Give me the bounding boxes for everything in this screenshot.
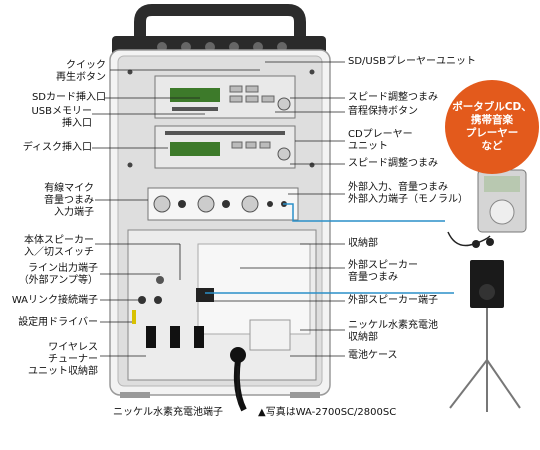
label-wa-link: WAリンク接続端子 <box>11 295 98 306</box>
label-usb-slot: USBメモリー 挿入口 <box>31 106 92 129</box>
label-setting-driver: 設定用ドライバー <box>18 317 98 328</box>
label-quick-play-button: クイック 再生ボタン <box>56 60 106 83</box>
label-cd-unit: CDプレーヤー ユニット <box>348 129 413 152</box>
label-line-out: ライン出力端子 （外部アンプ等） <box>18 263 98 286</box>
driver <box>132 310 136 324</box>
cd-speed-knob <box>277 147 291 161</box>
label-speed-knob-2: スピード調整つまみ <box>348 158 438 169</box>
label-disc-slot: ディスク挿入口 <box>22 142 92 153</box>
sd-speed-knob <box>277 97 291 111</box>
portable-device-callout: ポータブルCD、 携帯音楽 プレーヤー など <box>445 80 539 174</box>
label-storage: 収納部 <box>348 238 378 249</box>
sd-lcd <box>170 88 220 102</box>
terminal-cable <box>233 359 247 412</box>
label-ext-speaker-terminal: 外部スピーカー端子 <box>348 295 438 306</box>
battery-case <box>249 319 291 351</box>
label-wireless-tuner: ワイヤレス チューナー ユニット収納部 <box>28 342 98 377</box>
label-external-input: 外部入力、音量つまみ 外部入力端子（モノラル） <box>348 182 468 205</box>
carry-handle <box>134 4 306 40</box>
label-pitch-hold: 音程保持ボタン <box>348 106 418 117</box>
cd-lcd <box>170 142 220 156</box>
label-speed-knob-1: スピード調整つまみ <box>348 92 438 103</box>
label-speaker-switch: 本体スピーカー 入／切スイッチ <box>24 235 94 258</box>
ext-speaker-terminal <box>196 288 214 302</box>
label-ext-speaker-volume: 外部スピーカー 音量つまみ <box>348 260 418 283</box>
label-battery-terminal: ニッケル水素充電池端子 <box>113 407 223 418</box>
label-sd-usb-unit: SD/USBプレーヤーユニット <box>348 56 476 67</box>
label-battery-storage: ニッケル水素充電池 収納部 <box>348 320 438 343</box>
label-battery-case: 電池ケース <box>348 350 398 361</box>
label-wired-mic: 有線マイク 音量つまみ 入力端子 <box>44 183 94 218</box>
photo-note: ▲写真はWA-2700SC/2800SC <box>258 407 397 418</box>
label-sd-card-slot: SDカード挿入口 <box>31 92 106 103</box>
